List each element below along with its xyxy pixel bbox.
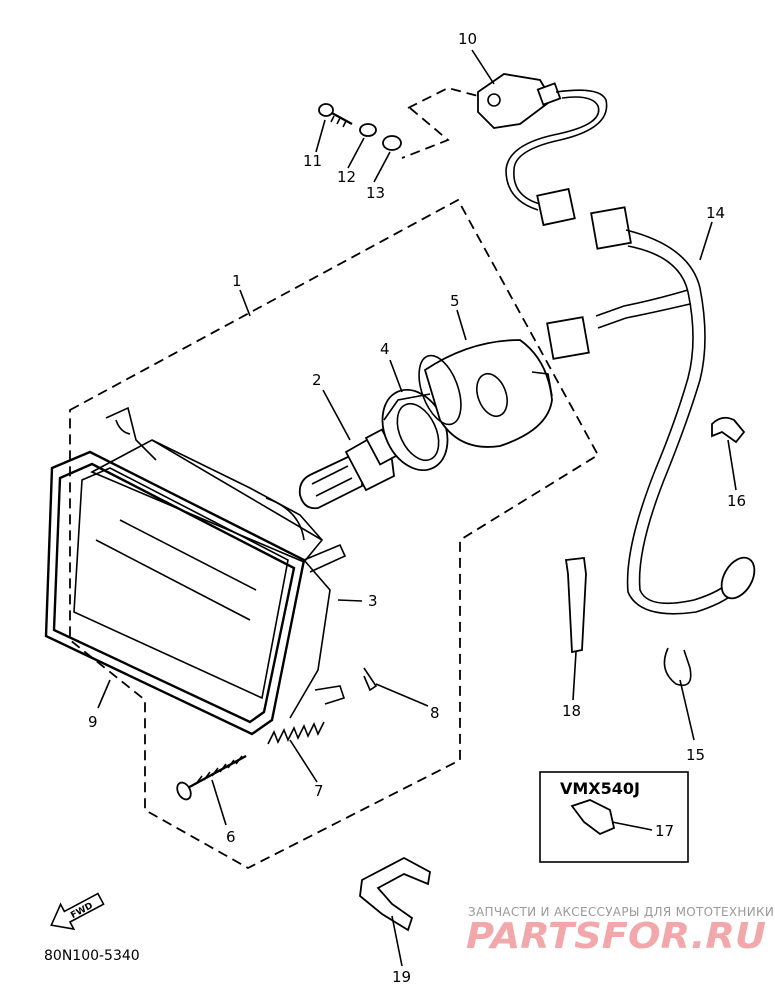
bolt [318,103,353,128]
rubber-dust-cover [418,339,553,448]
callout-6: 6 [226,828,236,846]
callout-numbers: 1 2 3 4 5 6 7 8 9 10 11 12 13 14 15 16 1… [88,30,746,986]
switch-wire-2 [505,96,600,211]
variant-box [539,771,689,863]
forward-arrow-label: FWD [69,901,94,921]
stay-bracket [359,856,431,932]
assembly-outline [69,198,600,870]
variant-part-17 [570,799,616,836]
wire-harness [546,206,756,615]
callout-9: 9 [88,713,98,731]
cable-band [564,557,587,654]
spring-clip [363,667,378,692]
callout-12: 12 [337,168,356,186]
wire-clamp-16 [711,416,746,444]
callout-5: 5 [450,292,460,310]
callout-16: 16 [727,492,746,510]
callout-13: 13 [366,184,385,202]
switch-group-outline [407,87,479,109]
callout-15: 15 [686,746,705,764]
callout-8: 8 [430,704,440,722]
callout-17: 17 [655,822,674,840]
callout-18: 18 [562,702,581,720]
callout-7: 7 [314,782,324,800]
watermark-caption: ЗАПЧАСТИ И АКСЕССУАРЫ ДЛЯ МОТОТЕХНИКИ [468,905,774,919]
drawing-code: 80N100-5340 [44,948,140,964]
wire-clamp-15 [663,647,692,687]
adjusting-spring [267,721,325,745]
switch-group-outline-lower [401,107,450,159]
headlight-bulb [298,428,398,510]
watermark-logo: PARTSFOR.RU [466,916,766,957]
headlight-lens-unit [44,406,347,736]
washer-13 [382,135,402,151]
switch-wire [513,89,608,205]
forward-arrow: FWD [50,892,105,931]
callout-19: 19 [392,968,411,986]
adjusting-screw [176,754,247,801]
variant-model-label: VMX540J [560,779,640,798]
switch-connector [536,187,576,227]
callout-4: 4 [380,340,390,358]
callout-14: 14 [706,204,725,222]
callout-10: 10 [458,30,477,48]
callout-1: 1 [232,272,242,290]
callout-2: 2 [312,371,322,389]
leader-lines [97,49,737,967]
callout-11: 11 [303,152,322,170]
light-switch [477,73,562,129]
washer-12 [359,123,377,137]
callout-3: 3 [368,592,378,610]
